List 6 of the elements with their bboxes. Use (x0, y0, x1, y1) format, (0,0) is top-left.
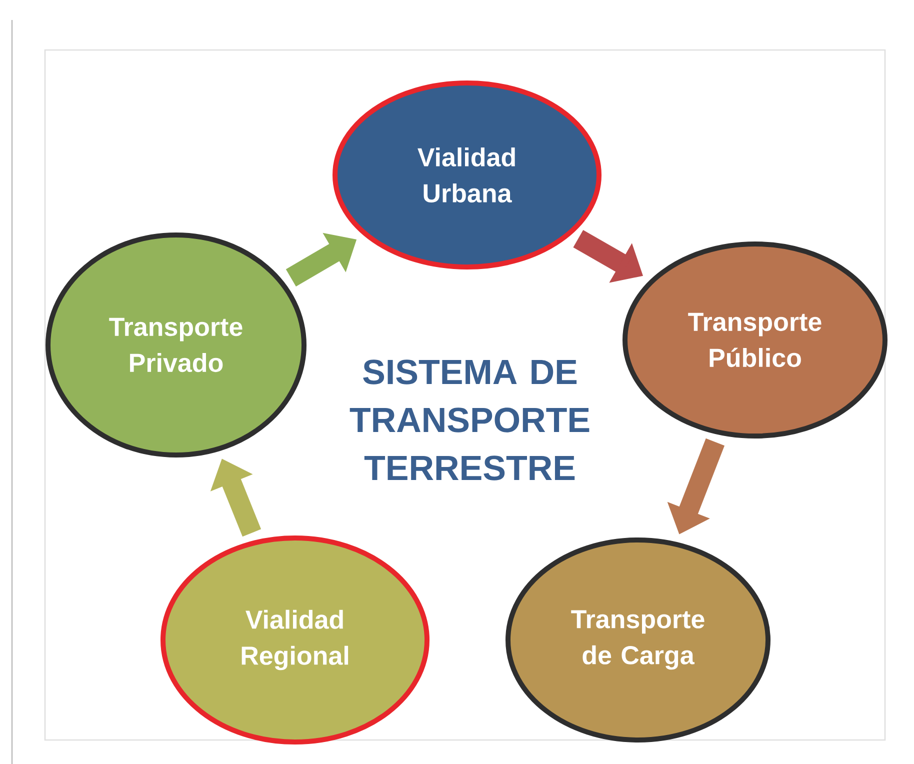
ellipse-node: Transporte Público (622, 242, 888, 438)
ellipse-node: Transporte Privado (46, 232, 306, 458)
ellipse-node: Vialidad Urbana (332, 80, 602, 270)
ellipse-node: Transporte de Carga (506, 538, 770, 742)
title: SISTEMA DE TRANSPORTE TERRESTRE (350, 360, 590, 480)
ellipse-node: Vialidad Regional (160, 536, 430, 744)
